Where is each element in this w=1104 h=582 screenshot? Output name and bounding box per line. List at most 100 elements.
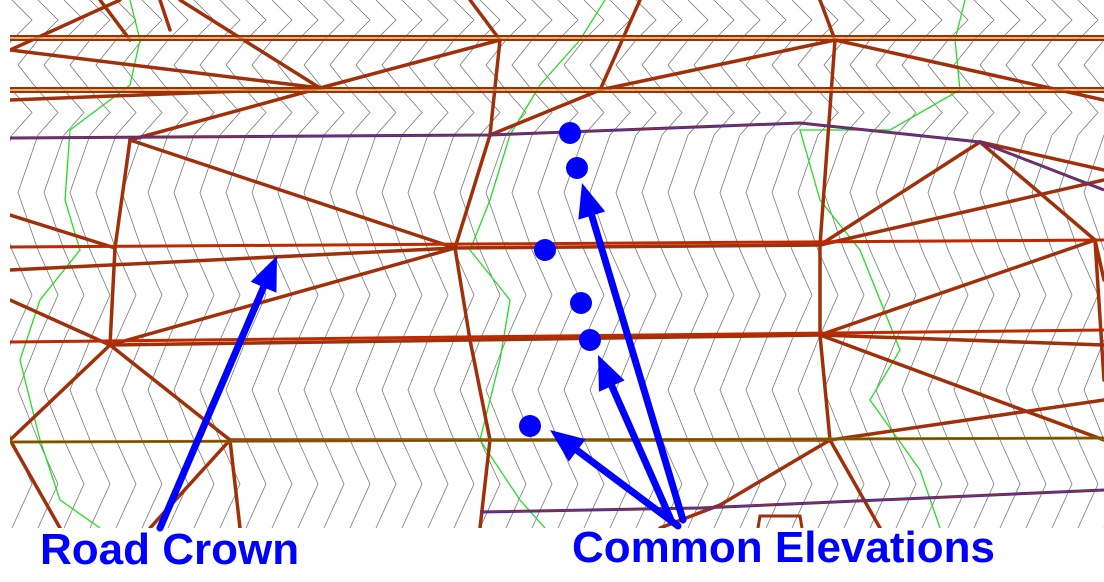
minor-contour-line [427, 89, 449, 136]
common-elevation-arrow-3-icon [550, 430, 682, 530]
minor-contour-line [921, 249, 943, 341]
minor-contour-line [979, 339, 1001, 441]
minor-contour-line [381, 39, 403, 91]
minor-contour-line [193, 249, 215, 341]
minor-contour-line [1083, 134, 1104, 251]
triangle-edge [598, 0, 642, 92]
minor-contour-line [557, 439, 579, 528]
triangle-edge [818, 178, 1104, 247]
minor-contour-line [479, 0, 501, 41]
minor-contour-line [791, 249, 813, 341]
minor-contour-line [95, 339, 117, 441]
minor-contour-line [563, 39, 585, 91]
minor-contour-line [297, 249, 319, 341]
minor-contour-line [271, 0, 293, 41]
minor-contour-line [245, 439, 267, 528]
minor-contour-line [739, 439, 761, 528]
minor-contour-line [1051, 0, 1073, 41]
minor-contour-line [11, 439, 33, 528]
triangle-edge [828, 438, 882, 528]
minor-contour-line [583, 249, 605, 341]
minor-contour-line [11, 89, 33, 136]
minor-contour-line [667, 339, 689, 441]
minor-contour-line [849, 134, 871, 251]
triangle-edge [128, 138, 457, 250]
minor-contour-line [531, 89, 553, 136]
minor-contour-line [589, 339, 611, 441]
minor-contour-line [719, 134, 741, 251]
minor-contour-line [323, 439, 345, 528]
minor-contour-line [771, 134, 793, 251]
minor-contour-line [999, 249, 1021, 341]
minor-contour-line [95, 39, 117, 91]
elevation-dot-icon [570, 292, 592, 314]
minor-contour-line [355, 134, 377, 251]
minor-contour-line [121, 339, 143, 441]
minor-contour-line [823, 39, 845, 91]
triangle-edge [108, 338, 472, 347]
minor-contour-line [433, 339, 455, 441]
triangle-edge [598, 38, 837, 92]
minor-contour-line [745, 339, 767, 441]
minor-contour-line [11, 249, 33, 341]
minor-contour-line [95, 134, 117, 251]
triangle-edge [1093, 238, 1104, 282]
minor-contour-line [869, 0, 891, 41]
triangle-edges [10, 0, 1104, 528]
minor-contour-line [921, 0, 943, 41]
minor-contour-line [303, 134, 325, 251]
triangle-edge [818, 238, 1097, 337]
minor-contour-line [115, 89, 137, 136]
triangle-edge [10, 343, 112, 442]
minor-contour-line [401, 89, 423, 136]
triangle-edge [453, 246, 472, 342]
minor-contour-line [1051, 89, 1073, 136]
minor-contour-line [1057, 339, 1079, 441]
elevation-dot-icon [519, 415, 541, 437]
minor-contour-line [817, 249, 839, 341]
minor-contour-line [17, 339, 39, 441]
minor-contour-line [999, 0, 1021, 41]
minor-contour-line [0, 0, 6, 40]
minor-contour-line [1077, 0, 1099, 41]
minor-contour-line [453, 439, 475, 528]
triangle-edge [113, 138, 132, 250]
common-elevation-arrow-1-icon [578, 183, 687, 524]
triangle-edge [10, 0, 122, 52]
minor-contour-line [739, 249, 761, 341]
triangle-edge [158, 0, 172, 32]
minor-contour-line [745, 39, 767, 91]
minor-contour-line [739, 89, 761, 136]
minor-contour-line [245, 89, 267, 136]
minor-contour-line [381, 339, 403, 441]
triangle-edge [108, 246, 457, 347]
minor-contour-line [745, 134, 767, 251]
minor-contour-line [323, 89, 345, 136]
minor-contour-line [973, 439, 995, 528]
minor-contour-line [0, 250, 6, 340]
triangle-edge [478, 438, 492, 528]
minor-contour-line [921, 439, 943, 528]
major-contour-line [19, 0, 141, 528]
minor-contour-line [11, 0, 33, 41]
minor-contour-line [505, 249, 527, 341]
minor-contour-line [999, 89, 1021, 136]
minor-contour-line [895, 0, 917, 41]
minor-contour-line [271, 439, 293, 528]
minor-contour-line [141, 0, 163, 41]
minor-contour-line [199, 39, 221, 91]
minor-contour-line [199, 339, 221, 441]
minor-contour-line [303, 339, 325, 441]
minor-contour-line [927, 134, 949, 251]
minor-contour-line [225, 134, 247, 251]
minor-contour-line [641, 134, 663, 251]
minor-contour-line [1031, 134, 1053, 251]
minor-contour-line [609, 439, 631, 528]
triangle-edge [468, 0, 502, 42]
minor-contour-line [479, 249, 501, 341]
minor-contour-line [277, 339, 299, 441]
minor-contour-line [661, 249, 683, 341]
minor-contour-line [693, 339, 715, 441]
